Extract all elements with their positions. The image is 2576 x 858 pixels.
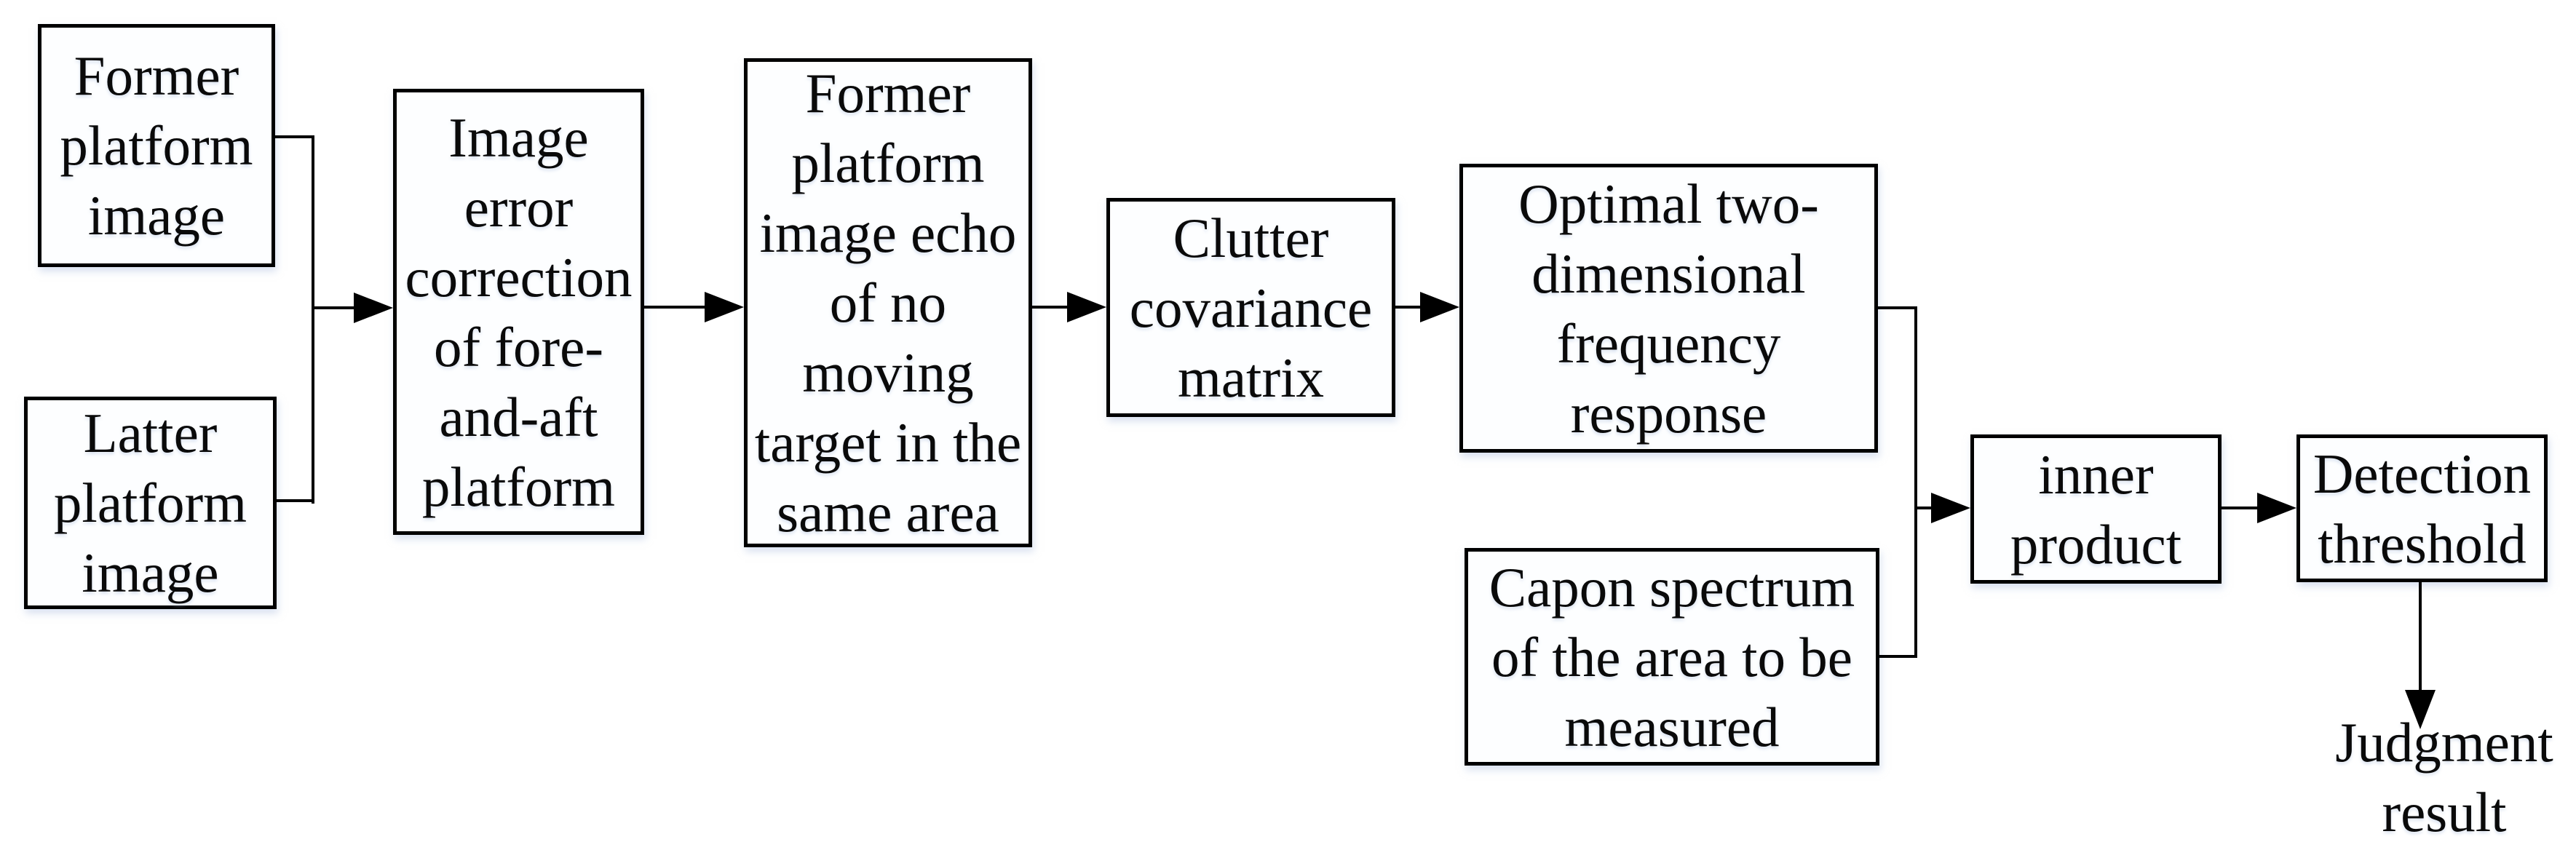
arrow-correction-to-echo (643, 306, 706, 309)
arrowhead-merge-to-correction-icon (354, 293, 393, 323)
arrow-merge-to-inner-product (1914, 507, 1933, 509)
node-latter-platform-image: Latter platform image (24, 397, 277, 609)
connector-capon-spur (1878, 655, 1917, 658)
connector-optimal-spur (1876, 306, 1917, 309)
arrow-echo-to-clutter (1031, 306, 1069, 309)
arrowhead-echo-to-clutter-icon (1067, 292, 1106, 322)
node-former-platform-echo: Former platform image echo of no moving … (744, 58, 1032, 547)
arrowhead-correction-to-echo-icon (705, 292, 744, 322)
arrow-detection-to-judgment (2419, 581, 2422, 691)
arrowhead-detection-to-judgment-icon (2405, 690, 2436, 729)
node-clutter-covariance-matrix: Clutter covariance matrix (1106, 198, 1395, 417)
node-optimal-frequency-response: Optimal two- dimensional frequency respo… (1459, 164, 1878, 453)
arrow-merge-to-correction (313, 306, 357, 309)
node-image-error-correction: Image error correction of fore- and-aft … (393, 89, 644, 535)
connector-latter-spur (275, 499, 314, 502)
node-judgment-result: Judgment result (2335, 711, 2553, 843)
connector-merge-vertical-right (1914, 306, 1917, 658)
arrow-inner-to-detection (2220, 507, 2259, 509)
arrow-clutter-to-optimal (1394, 306, 1422, 309)
node-inner-product: inner product (1970, 434, 2222, 584)
arrowhead-merge-to-inner-product-icon (1931, 493, 1970, 523)
node-detection-threshold: Detection threshold (2296, 434, 2548, 582)
node-capon-spectrum: Capon spectrum of the area to be measure… (1465, 548, 1879, 766)
arrowhead-inner-to-detection-icon (2257, 493, 2296, 523)
node-former-platform-image: Former platform image (38, 24, 275, 267)
connector-merge-vertical-left (312, 135, 314, 504)
connector-former-spur (274, 135, 314, 138)
arrowhead-clutter-to-optimal-icon (1420, 292, 1459, 322)
